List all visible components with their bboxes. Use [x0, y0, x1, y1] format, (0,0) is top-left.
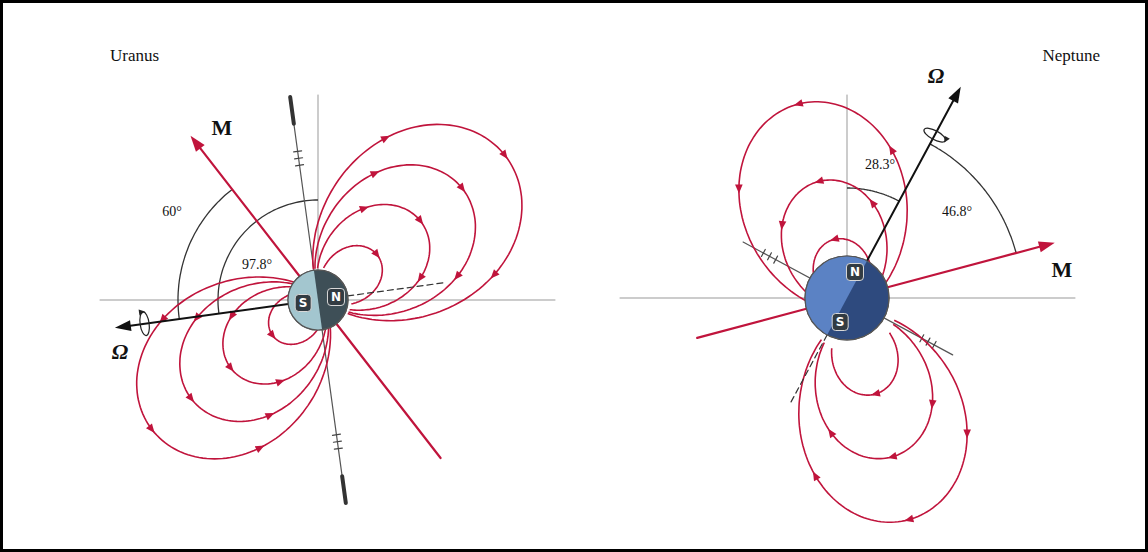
equator-line-tick: [296, 165, 304, 166]
equator-line-tick: [768, 253, 772, 260]
field-line-arrow: [779, 221, 787, 230]
magnetic-axis-arrow-head: [191, 136, 205, 152]
field-line-arrow: [491, 269, 500, 278]
planet-neptune-day-side: [805, 256, 867, 335]
planet-neptune-outline: [805, 256, 889, 340]
field-line-arrow: [225, 362, 234, 371]
field-line-arrow: [418, 273, 426, 283]
rotation-symbol: [922, 125, 947, 144]
angle-label: 46.8°: [942, 204, 972, 220]
rotation-axis-arrow: [867, 95, 956, 261]
equator-line-tick: [333, 441, 341, 442]
vector-label: Ω: [928, 63, 944, 89]
equator-line-tick: [294, 151, 302, 152]
planet-neptune: [805, 256, 889, 340]
equator-line-tick: [932, 341, 936, 348]
field-line-arrow: [415, 215, 423, 224]
magnetic-axis-line: [336, 324, 440, 458]
field-line-arrow: [146, 423, 155, 432]
equator-line-tick: [761, 249, 765, 256]
field-line-arrow: [871, 389, 881, 396]
field-line: [223, 287, 326, 384]
rotation-symbol-arrow: [139, 309, 145, 315]
rotation-symbol: [139, 311, 151, 336]
field-line: [832, 333, 899, 395]
field-line: [180, 282, 329, 422]
field-line-arrow: [359, 206, 369, 213]
field-line-arrow: [929, 400, 937, 409]
angle-label: 97.8°: [242, 257, 272, 273]
magnetic-axis-line: [697, 309, 806, 338]
pole-label: S: [832, 313, 849, 331]
field-line-arrow: [186, 393, 195, 402]
equator-line-segment: [342, 476, 346, 503]
equator-line-tick: [332, 434, 340, 435]
dashed-axis: [348, 282, 447, 296]
vector-label: Ω: [112, 339, 128, 365]
equator-line-segment: [290, 97, 294, 124]
planet-uranus-outline: [288, 270, 348, 330]
equator-line-tick: [295, 158, 303, 159]
field-line-arrow: [813, 472, 821, 482]
field-line-arrow: [457, 183, 465, 192]
pole-label: S: [295, 294, 312, 312]
field-line-arrow: [499, 150, 507, 159]
field-line-arrow: [735, 184, 743, 193]
rotation-axis-arrow-head: [948, 87, 960, 104]
rotation-symbol-arrow: [944, 136, 949, 143]
field-line-arrow: [794, 99, 804, 106]
vector-label: M: [212, 115, 233, 141]
field-line: [137, 277, 331, 459]
field-line: [815, 324, 932, 458]
field-line-arrow: [888, 452, 898, 459]
field-line-arrow: [814, 177, 824, 184]
planet-name: Neptune: [1042, 46, 1100, 66]
equator-line-tick: [774, 256, 778, 263]
field-line-arrow: [265, 413, 275, 420]
field-line-arrow: [267, 330, 276, 339]
magnetic-axis-arrow-head: [1038, 242, 1055, 253]
field-line-arrow: [904, 515, 914, 522]
pole-label: N: [846, 263, 864, 281]
field-line: [313, 124, 522, 320]
field-line-arrow: [869, 199, 878, 208]
field-line-arrow: [963, 429, 971, 438]
planet-uranus: [288, 270, 348, 330]
reference-axis: [318, 95, 319, 300]
field-line-arrow: [370, 171, 380, 178]
vector-label: M: [1052, 257, 1073, 283]
field-line: [799, 320, 967, 522]
angle-arc: [930, 144, 1016, 253]
angle-arc: [847, 188, 899, 201]
field-line: [315, 165, 475, 316]
equator-line-tick: [334, 448, 342, 449]
magnetic-axis-arrow: [197, 144, 300, 277]
rotation-axis-arrow-head: [115, 320, 132, 331]
field-line-arrow: [275, 379, 285, 386]
planet-uranus-day-side: [288, 270, 322, 330]
field-line-arrow: [255, 446, 265, 454]
field-line: [318, 205, 430, 311]
angle-label: 60°: [162, 204, 182, 220]
pole-label: N: [327, 288, 345, 306]
field-line-arrow: [889, 146, 897, 156]
magnetic-axis-arrow: [888, 245, 1046, 287]
dashed-axis: [790, 335, 827, 404]
field-line-arrow: [454, 271, 463, 280]
field-line-arrow: [830, 235, 840, 242]
planet-name: Uranus: [110, 46, 159, 66]
field-line-arrow: [371, 249, 379, 258]
angle-arc: [218, 200, 318, 314]
angle-label: 28.3°: [865, 157, 895, 173]
field-line-arrow: [380, 136, 390, 143]
field-line-arrow: [828, 429, 836, 439]
